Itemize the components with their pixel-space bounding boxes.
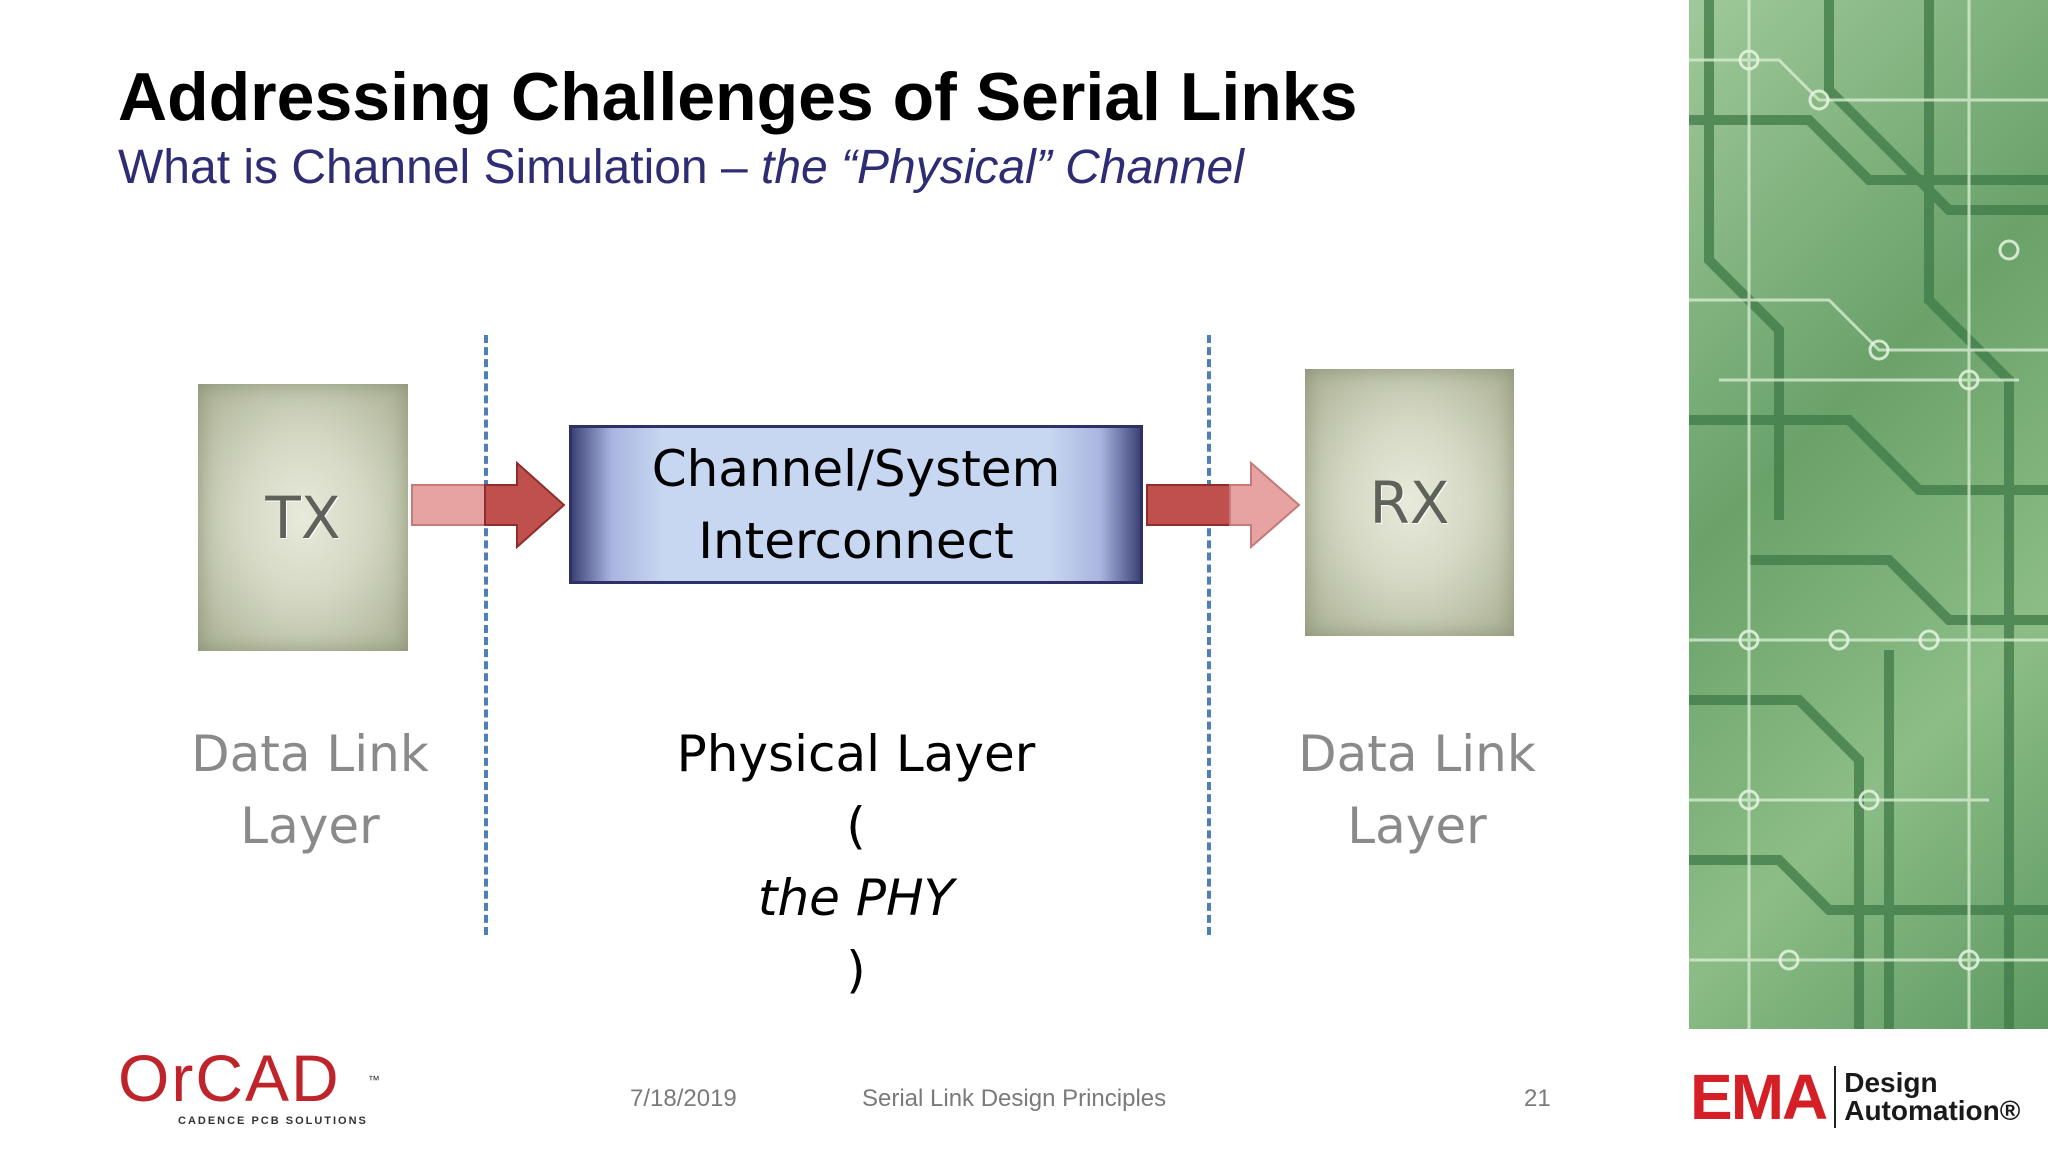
right-arrow-icon <box>1146 460 1301 550</box>
ema-separator <box>1834 1066 1837 1128</box>
pcb-circuit-background <box>1689 0 2048 1029</box>
orcad-main-text: OrCAD <box>118 1041 341 1115</box>
footer-page-number: 21 <box>1524 1085 1551 1112</box>
physical-layer-label: Physical Layer ( the PHY) <box>606 718 1106 1006</box>
left-data-link-layer-label: Data Link Layer <box>160 718 460 862</box>
phy-close-paren: ) <box>846 941 866 999</box>
ema-design-automation-text: Design Automation® <box>1844 1069 2020 1125</box>
phy-open-paren: ( <box>846 797 866 855</box>
channel-line-2: Interconnect <box>698 511 1014 570</box>
footer-date: 7/18/2019 <box>630 1085 737 1112</box>
pcb-background-image <box>1689 0 2048 1029</box>
left-layer-line-1: Data Link <box>191 725 429 783</box>
tx-label: TX <box>265 483 341 552</box>
right-arrow-icon <box>411 460 566 550</box>
rx-box: RX <box>1305 369 1514 636</box>
tx-box: TX <box>198 384 408 651</box>
subtitle-italic: the “Physical” Channel <box>760 141 1244 194</box>
ema-line-1: Design <box>1844 1067 1938 1098</box>
right-layer-line-1: Data Link <box>1298 725 1536 783</box>
ema-wordmark: EMA <box>1690 1061 1828 1133</box>
channel-system-interconnect-box: Channel/System Interconnect <box>569 425 1143 584</box>
channel-line-1: Channel/System <box>651 439 1061 498</box>
rx-label: RX <box>1369 468 1450 537</box>
ema-line-2: Automation® <box>1844 1095 2021 1126</box>
orcad-tagline: CADENCE PCB SOLUTIONS <box>178 1115 368 1127</box>
slide-title: Addressing Challenges of Serial Links <box>118 59 1358 135</box>
phy-line-1: Physical Layer <box>676 725 1036 783</box>
phy-line-2: ( the PHY) <box>606 790 1106 1006</box>
right-data-link-layer-label: Data Link Layer <box>1267 718 1567 862</box>
right-layer-divider <box>1207 335 1211 935</box>
right-layer-line-2: Layer <box>1347 797 1487 855</box>
ema-logo: EMA Design Automation® <box>1690 1061 2020 1133</box>
phy-italic-text: the PHY <box>757 869 955 927</box>
subtitle-plain: What is Channel Simulation – <box>118 141 761 194</box>
footer-deck-title: Serial Link Design Principles <box>862 1085 1167 1112</box>
slide-subtitle: What is Channel Simulation – the “Physic… <box>118 140 1244 195</box>
orcad-tm: ™ <box>367 1073 382 1087</box>
left-layer-divider <box>484 335 488 935</box>
left-layer-line-2: Layer <box>240 797 380 855</box>
